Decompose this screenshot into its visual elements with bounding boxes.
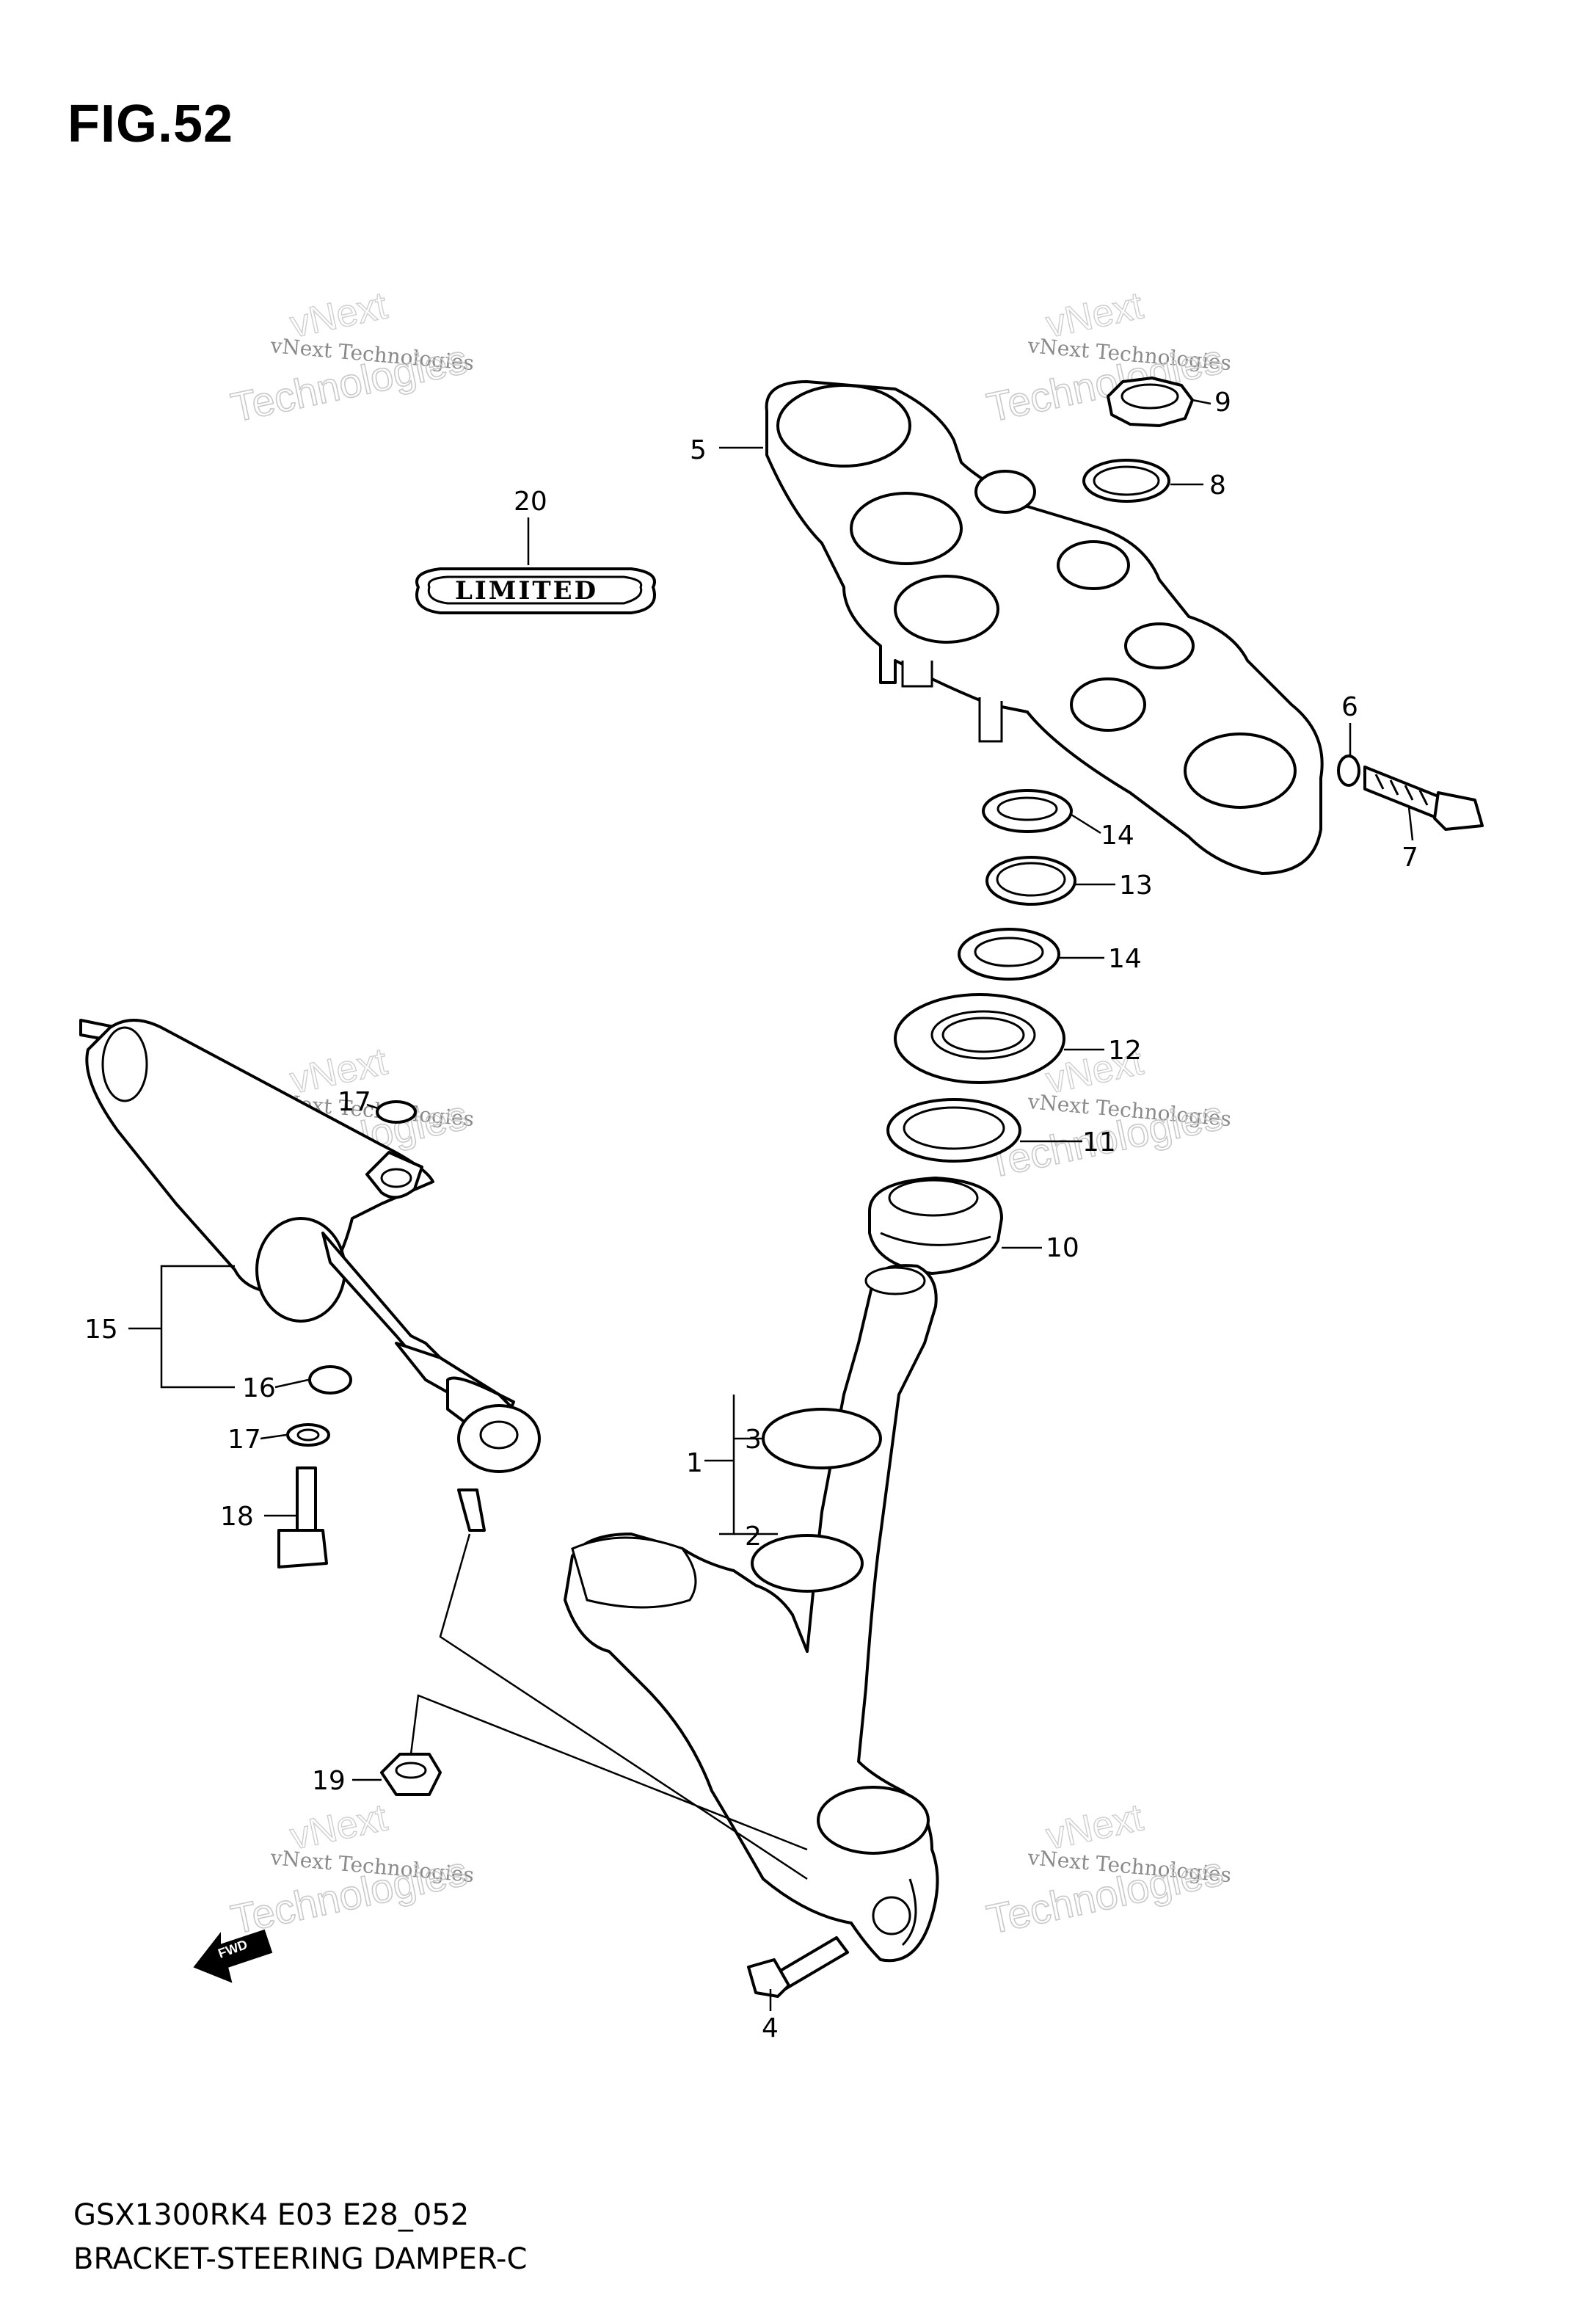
callout-20: 20: [514, 487, 547, 517]
model-code: GSX1300RK4 E03 E28_052: [73, 2198, 470, 2232]
callout-9: 9: [1214, 388, 1231, 418]
callout-2: 2: [745, 1522, 762, 1552]
bolt-7: [1363, 766, 1484, 831]
washer-11: [886, 1098, 1021, 1163]
callout-12: 12: [1108, 1036, 1142, 1066]
callout-19: 19: [312, 1766, 346, 1796]
callout-14-lower: 14: [1108, 944, 1142, 974]
nut-9: [1107, 377, 1194, 427]
washer-6: [1337, 755, 1360, 787]
figure-caption: BRACKET-STEERING DAMPER-C: [73, 2242, 528, 2276]
limited-emblem: LIMITED: [415, 567, 656, 614]
washer-8-inner: [1093, 465, 1160, 496]
nut-19: [380, 1753, 442, 1796]
steering-damper-15: [79, 1019, 541, 1532]
callout-18: 18: [220, 1502, 254, 1532]
watermark-bottom-right: vNext vNext Technologies Technologies: [983, 1796, 1233, 1944]
washer-17-lower-hole: [296, 1428, 320, 1442]
washer-17-upper: [376, 1100, 417, 1124]
callout-15: 15: [84, 1315, 118, 1345]
callout-5: 5: [690, 435, 707, 465]
callout-17-lower: 17: [227, 1425, 261, 1455]
watermark-bottom-left: vNext vNext Technologies Technologies: [227, 1796, 475, 1944]
callout-13: 13: [1119, 870, 1153, 901]
locknut-14-upper: [982, 789, 1073, 833]
upper-bracket: [765, 380, 1324, 875]
callout-labels: 20 5 9 8 6 7 14 13 14 12 11 10 1 3 2 4 1…: [84, 388, 1418, 2043]
bolt-18: [277, 1466, 328, 1568]
callout-7: 7: [1402, 843, 1418, 873]
callout-6: 6: [1341, 692, 1358, 722]
watermark-top-left: vNext vNext Technologies Technologies: [227, 284, 475, 432]
lower-bracket: [564, 1264, 939, 1963]
bearing-10: [868, 1177, 1003, 1275]
washer-13: [985, 856, 1076, 906]
callout-10: 10: [1046, 1233, 1079, 1263]
callout-4: 4: [762, 2013, 779, 2043]
emblem-text: LIMITED: [455, 576, 598, 606]
callout-1: 1: [686, 1448, 703, 1478]
collar-16: [308, 1365, 352, 1395]
callout-17-upper: 17: [338, 1087, 371, 1117]
callout-16: 16: [242, 1373, 276, 1403]
figure-title: FIG.52: [68, 95, 234, 153]
dust-seal-12: [894, 993, 1065, 1084]
watermark-top-right: vNext vNext Technologies Technologies: [983, 284, 1233, 432]
callout-11: 11: [1082, 1127, 1116, 1157]
leader-lines: [128, 399, 1414, 2011]
bolt-4: [747, 1936, 849, 1998]
callout-14-upper: 14: [1101, 821, 1134, 851]
callout-3: 3: [745, 1425, 762, 1455]
locknut-14-lower: [958, 928, 1060, 981]
fwd-arrow: FWD: [193, 1929, 273, 1983]
callout-8: 8: [1209, 470, 1226, 501]
